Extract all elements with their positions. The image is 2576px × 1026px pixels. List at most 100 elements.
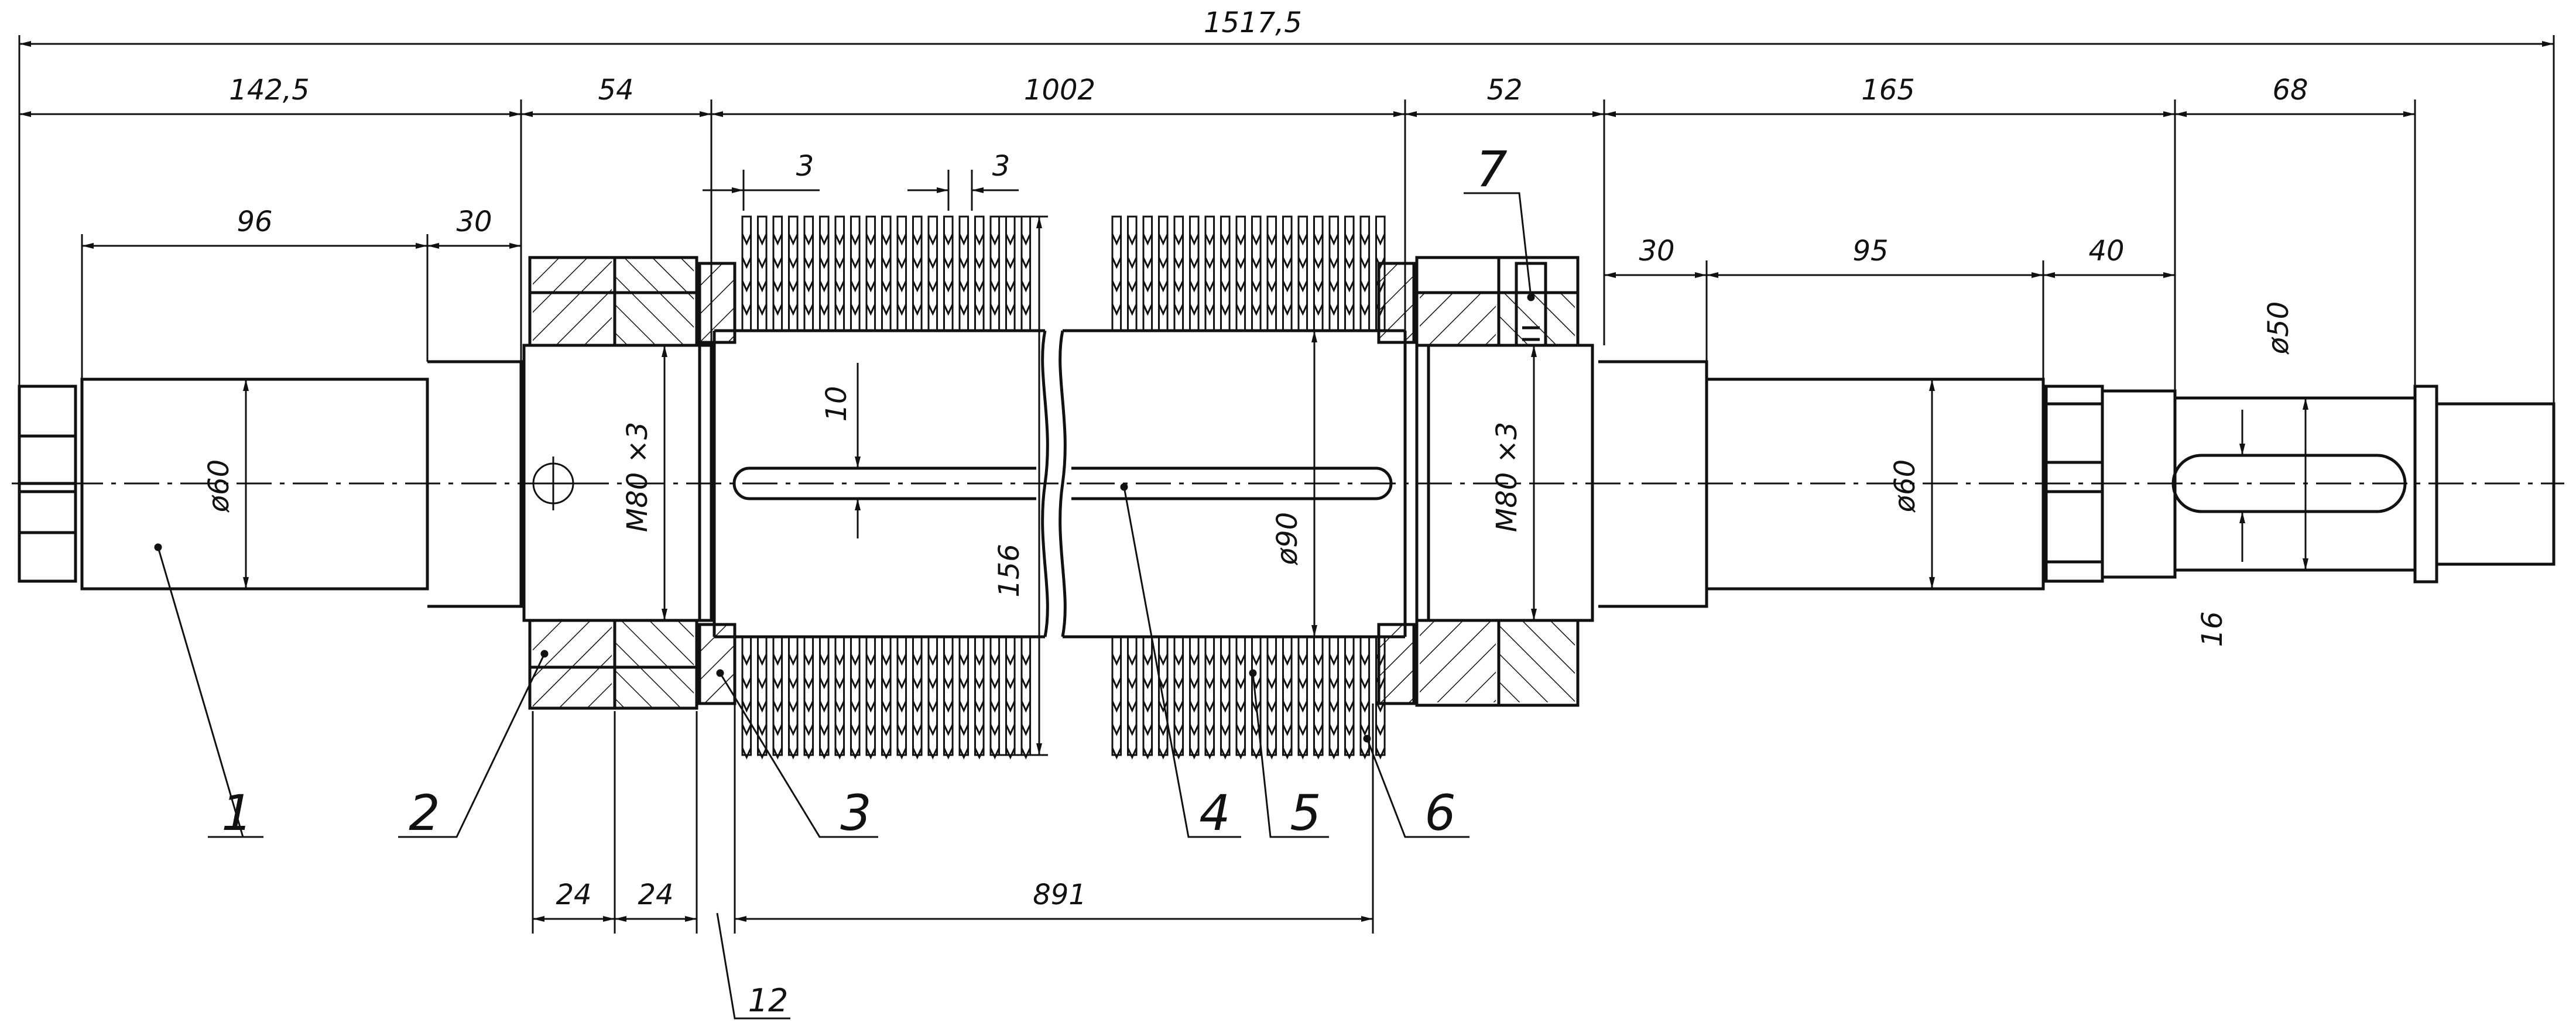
disc-hatch (757, 257, 768, 269)
disc-plate (1266, 215, 1277, 332)
disc-hatch (803, 654, 814, 666)
disc-hatch (896, 677, 907, 689)
disc-hatch (896, 654, 907, 666)
disc-plate (1173, 636, 1184, 756)
disc-hatch (1297, 304, 1308, 316)
disc-hatch (850, 724, 861, 736)
disc-hatch (881, 677, 892, 689)
disc-hatch (912, 724, 923, 736)
disc-hatch (741, 677, 752, 689)
disc-hatch (1313, 677, 1324, 689)
disc-hatch (1142, 257, 1153, 269)
disc-hatch (881, 701, 892, 713)
disc-plate (1282, 636, 1293, 756)
disc-hatch (850, 677, 861, 689)
disc-plate (865, 215, 876, 332)
disc-hatch (943, 701, 954, 713)
disc-hatch (1313, 701, 1324, 713)
disc-plate (1220, 636, 1231, 756)
part-number-3: 3 (840, 784, 871, 842)
disc-hatch (881, 280, 892, 293)
disc-plate (1189, 215, 1200, 332)
disc-plate (896, 636, 907, 756)
disc-hatch (1189, 747, 1200, 760)
disc-hatch (803, 257, 814, 269)
disc-hatch (1189, 304, 1200, 316)
dia-right-thread: M80 ×3 (1491, 422, 1523, 533)
disc-hatch (772, 677, 783, 689)
disc-hatch (1313, 304, 1324, 316)
disc-hatch (1235, 724, 1246, 736)
disc-hatch (1142, 654, 1153, 666)
disc-hatch (974, 677, 985, 689)
dim-left-end: 142,5 (229, 74, 309, 107)
disc-hatch (865, 747, 876, 760)
disc-hatch (896, 724, 907, 736)
shaft-center-mark (527, 457, 580, 510)
disc-hatch (1189, 724, 1200, 736)
dim-disc-gap: 3 (992, 150, 1010, 183)
disc-hatch (757, 280, 768, 293)
disc-hatch (974, 654, 985, 666)
disc-hatch (1127, 747, 1138, 760)
disc-hatch (1173, 747, 1184, 760)
disc-hatch (1313, 257, 1324, 269)
disc-plate (912, 215, 923, 332)
disc-pack-left[interactable] (741, 215, 1032, 760)
disc-plate (989, 215, 1001, 332)
disc-hatch (1251, 280, 1262, 293)
disc-hatch (943, 677, 954, 689)
disc-hatch (1158, 724, 1169, 736)
disc-hatch (1020, 257, 1031, 269)
disc-hatch (834, 304, 845, 316)
disc-hatch (1359, 280, 1370, 293)
disc-hatch (1127, 701, 1138, 713)
disc-hatch (850, 701, 861, 713)
disc-hatch (741, 747, 752, 760)
disc-hatch (772, 257, 783, 269)
disc-plate (881, 636, 892, 756)
disc-hatch (1359, 677, 1370, 689)
disc-plate (803, 215, 814, 332)
dim-right-step-b: 95 (1852, 235, 1888, 267)
disc-hatch (912, 677, 923, 689)
disc-hatch (927, 280, 938, 293)
disc-hatch (772, 701, 783, 713)
disc-hatch (1158, 747, 1169, 760)
disc-hatch (803, 234, 814, 246)
disc-hatch (1344, 304, 1355, 316)
disc-plate (1204, 215, 1215, 332)
leader-lines (154, 192, 1535, 1020)
dia-left-journal: ø60 (203, 459, 235, 513)
disc-hatch (788, 234, 799, 246)
disc-plate (927, 215, 938, 332)
disc-hatch (1204, 280, 1215, 293)
disc-hatch (788, 677, 799, 689)
disc-hatch (974, 724, 985, 736)
dim-left-step: 30 (456, 205, 492, 238)
dim-right-end: 68 (2272, 74, 2308, 107)
disc-hatch (1359, 747, 1370, 760)
dim-nut-b: 24 (638, 879, 673, 911)
disc-plate (943, 215, 954, 332)
disc-hatch (1111, 257, 1122, 269)
disc-hatch (1328, 724, 1339, 736)
disc-hatch (1344, 257, 1355, 269)
disc-plate (834, 215, 845, 332)
disc-plate (989, 636, 1001, 756)
disc-plate (974, 215, 985, 332)
disc-hatch (1266, 677, 1277, 689)
disc-hatch (958, 257, 969, 269)
disc-plate (958, 215, 970, 332)
disc-hatch (1142, 677, 1153, 689)
disc-hatch (1127, 304, 1138, 316)
disc-hatch (1375, 747, 1386, 760)
disc-hatch (1220, 724, 1231, 736)
disc-hatch (757, 724, 768, 736)
disc-hatch (1173, 701, 1184, 713)
disc-hatch (1220, 677, 1231, 689)
disc-hatch (850, 234, 861, 246)
disc-hatch (1020, 654, 1031, 666)
disc-hatch (1020, 677, 1031, 689)
disc-pack-right[interactable] (1111, 215, 1386, 760)
